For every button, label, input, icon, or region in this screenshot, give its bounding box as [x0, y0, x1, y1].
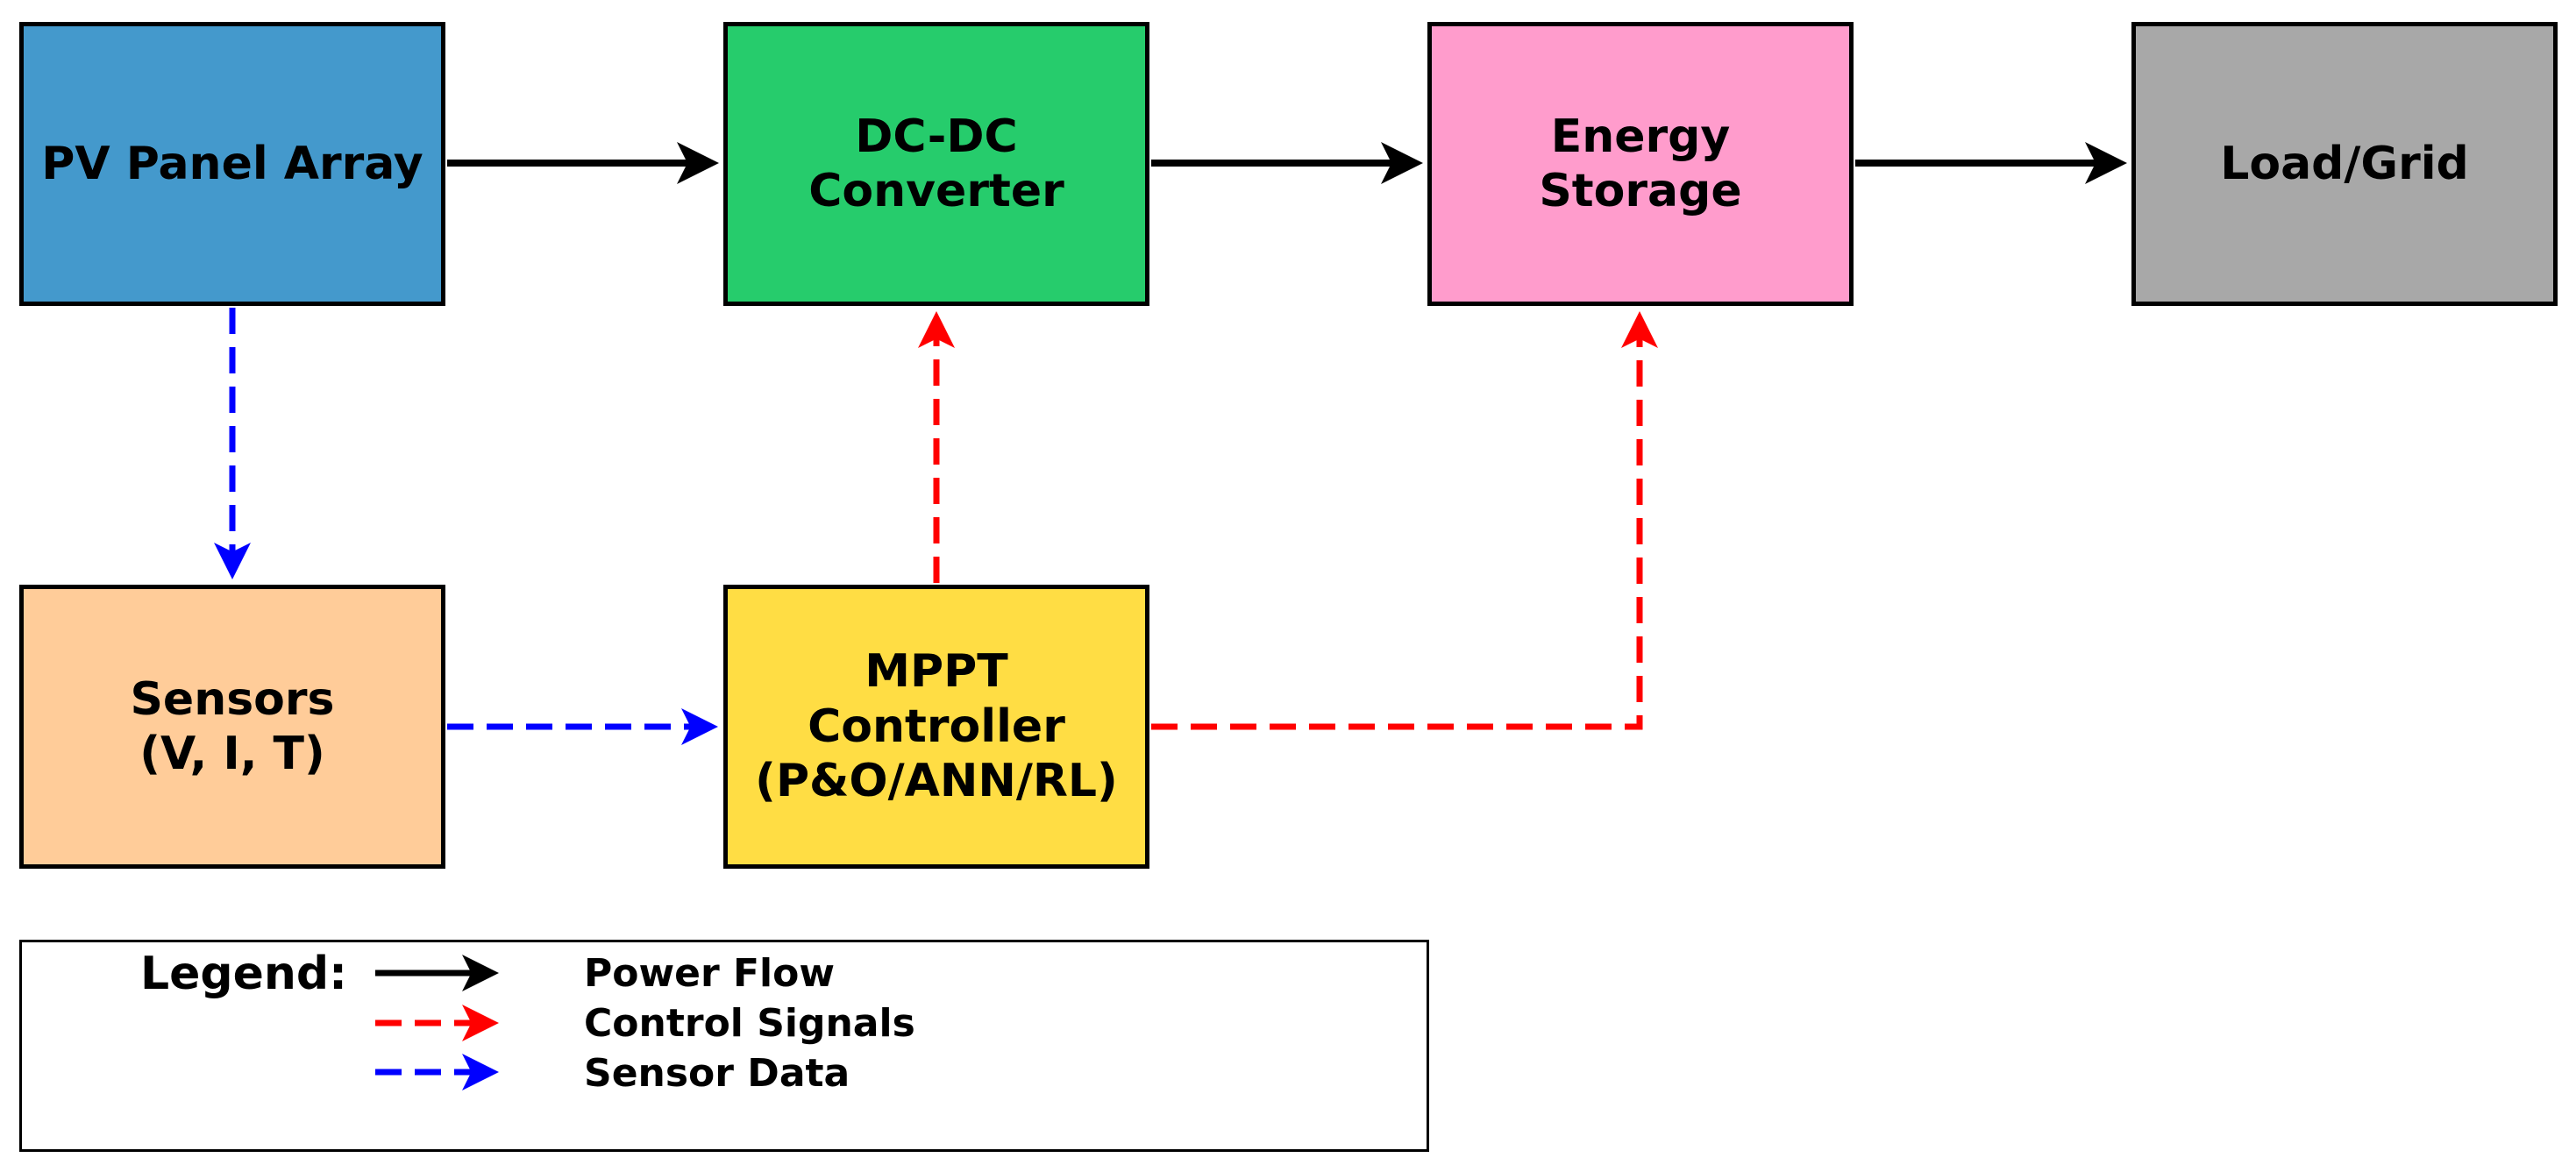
mppt-controller-label: MPPT Controller (P&O/ANN/RL): [755, 645, 1118, 808]
sensors-block: Sensors (V, I, T): [19, 585, 445, 869]
mppt-controller-block: MPPT Controller (P&O/ANN/RL): [723, 585, 1149, 869]
energy-storage-label: Energy Storage: [1539, 110, 1742, 217]
load-grid-block: Load/Grid: [2131, 22, 2558, 306]
legend-box: [19, 940, 1429, 1152]
legend-power-flow-label: Power Flow: [584, 951, 835, 996]
dc-dc-converter-block: DC-DC Converter: [723, 22, 1149, 306]
pv-panel-array-block: PV Panel Array: [19, 22, 445, 306]
legend-sensor-data-label: Sensor Data: [584, 1051, 850, 1096]
energy-storage-block: Energy Storage: [1427, 22, 1854, 306]
sensors-label: Sensors (V, I, T): [130, 672, 335, 780]
legend-title: Legend:: [140, 948, 347, 1000]
legend-control-signals-label: Control Signals: [584, 1001, 915, 1046]
load-grid-label: Load/Grid: [2220, 137, 2469, 190]
pv-panel-array-label: PV Panel Array: [41, 137, 423, 190]
control-arrow-mppt-to-storage: [1151, 311, 1658, 730]
dc-dc-converter-label: DC-DC Converter: [808, 110, 1064, 217]
